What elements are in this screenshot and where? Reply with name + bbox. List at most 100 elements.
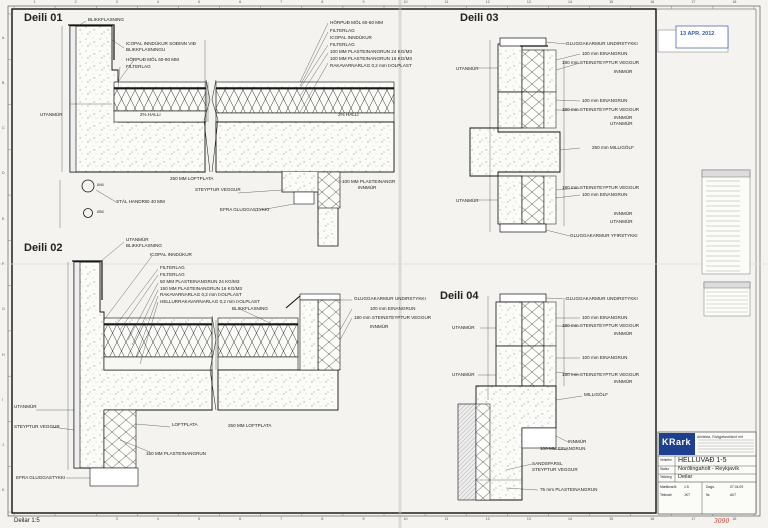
grid-number: 8 xyxy=(321,517,324,521)
d01-label: 2% HALLI xyxy=(338,112,359,117)
grid-number: 16 xyxy=(650,517,655,521)
grid-number: 8 xyxy=(321,0,324,4)
d04-label: UTANMÚR xyxy=(452,325,475,330)
d04-label: 100 mm EINANGRUN xyxy=(582,315,628,320)
d01-label: 100 MM PLASTEINANGR xyxy=(342,179,396,184)
grid-number: 5 xyxy=(198,517,200,521)
grid-number: 10 xyxy=(403,0,408,4)
d02-label: 250 MM LOFTPLATA xyxy=(228,423,272,428)
d03-label: 180 mm STEINSTEYPTUR VEGGUR xyxy=(562,107,640,112)
d02-label: RAKAVARNARLAG 0,2 mm ÞOLPLAST xyxy=(160,292,242,297)
grid-letter: A xyxy=(2,35,5,40)
d01-label: BLIKKFLASNING xyxy=(88,17,124,22)
d01-label: STEYPTUR VEGGUR xyxy=(195,187,241,192)
d02-label: 180 mm STEINSTEYPTUR VEGGUR xyxy=(354,315,432,320)
d03-label: 180 mm STEINSTEYPTUR VEGGUR xyxy=(562,60,640,65)
d04-label: INNMÚR xyxy=(614,379,633,384)
grid-number: 14 xyxy=(568,517,572,521)
d03-label: INNMÚR xyxy=(614,115,633,120)
grid-number: 17 xyxy=(691,517,696,521)
grid-number: 11 xyxy=(444,0,449,4)
d01-label: RAKAVARNARLAG 0,2 mm ÞOLPLAST xyxy=(330,63,412,68)
d02-label: ICOPAL INNDÚKUR xyxy=(150,252,192,257)
tb-value: 07.04.09 xyxy=(730,485,744,489)
detail-04 xyxy=(457,293,583,501)
grid-letter: K xyxy=(2,488,5,493)
d02-label: LOFTPLATA xyxy=(172,422,198,427)
d01-label: FILTERLAG xyxy=(330,42,355,47)
tb-key: Staður xyxy=(660,467,670,471)
d01-label: UTANMÚR xyxy=(40,112,63,117)
detail-03-title: Deili 03 xyxy=(460,12,499,24)
d04-label: 100 mm EINANGRUN xyxy=(582,355,628,360)
tb-value: A07 xyxy=(730,493,737,497)
grid-letter: I xyxy=(2,397,3,402)
grid-number: 9 xyxy=(362,517,365,521)
grid-number: 13 xyxy=(526,517,531,521)
d01-label: FILTERLAG xyxy=(330,28,355,33)
d01-label: HÖRPUÐ MÖL 60-80 MM xyxy=(126,57,179,62)
d04-label: 180 mm STEINSTEYPTUR VEGGUR xyxy=(562,323,640,328)
d02-label: 150 MM PLASTEINANGRUN 16 KG/M3 xyxy=(160,286,242,291)
tb-value: 1:5 xyxy=(684,485,689,489)
d03-label: UTANMÚR xyxy=(456,66,479,71)
d01-label: 100 MM PLASTEINANGRUN 16 KG/M3 xyxy=(330,56,412,61)
d02-label: GLUGGAKARMUR UNDIRSTYKKI xyxy=(354,296,426,301)
d01-label: EFRA GLUGGASTYKKI xyxy=(220,207,270,212)
grid-number: 12 xyxy=(485,0,490,4)
grid-number: 9 xyxy=(362,0,365,4)
grid-letter: G xyxy=(2,307,5,312)
tb-key: Teikning xyxy=(660,475,672,479)
grid-number: 10 xyxy=(403,517,408,521)
d04-label: 100 MM EINANGRUN xyxy=(540,446,586,451)
d03-label: GLUGGAKARMUR UNDIRSTYKKI xyxy=(566,41,638,46)
d02-label: STEYPTUR VEGGUR xyxy=(14,424,60,429)
grid-letter: E xyxy=(2,216,5,221)
d04-label: 75 mm PLASTEINANGRUN xyxy=(540,487,598,492)
d03-label: INNMÚR xyxy=(614,69,633,74)
grid-number: 4 xyxy=(156,0,159,4)
d03-label: INNMÚR xyxy=(614,211,633,216)
d02-label: EFRA GLUGGASTYKKI xyxy=(16,475,66,480)
grid-number: 1 xyxy=(33,0,36,4)
grid-number: 6 xyxy=(239,517,242,521)
d02-label: FILTERLAG xyxy=(160,265,185,270)
grid-number: 15 xyxy=(609,0,614,4)
tb-field: Nr. xyxy=(706,493,711,497)
d01-label: 250 MM LOFTPLATA xyxy=(170,176,214,181)
grid-number: 18 xyxy=(732,0,737,4)
d03-label: UTANMÚR xyxy=(456,198,479,203)
d01-label: STÁL HANDRIÐ 40 MM xyxy=(116,199,165,204)
grid-number: 15 xyxy=(609,517,614,521)
grid-letter: D xyxy=(2,171,5,176)
d02-label: BLIKKFLASNING xyxy=(232,306,268,311)
d02-label: 100 mm EINANGRUN xyxy=(370,306,416,311)
d01-label: 2% HALLI xyxy=(140,112,161,117)
d04-label: INNMÚR xyxy=(568,439,587,444)
grid-number: 4 xyxy=(156,517,159,521)
project-location: Norðlingaholt - Reykjavík xyxy=(678,466,740,472)
d01-label: INNMÚR xyxy=(358,185,377,190)
grid-number: 11 xyxy=(444,517,449,521)
detail-02-title: Deili 02 xyxy=(24,242,63,254)
tb-field: Mælikvarði xyxy=(660,485,677,489)
d04-label: SANDSPARSL STEYPTUR VEGGUR xyxy=(532,461,578,472)
d02-label: 150 MM PLASTEINANGRUN xyxy=(146,451,206,456)
tb-field: Teiknað xyxy=(660,493,672,497)
grid-number: 16 xyxy=(650,0,655,4)
project-name: HELLUVAÐ 1-5 xyxy=(678,457,727,464)
d01-label: 100 MM PLASTEINANGRUN 24 KG/M3 xyxy=(330,49,412,54)
detail-02 xyxy=(36,241,353,487)
detail-03 xyxy=(469,37,581,237)
d01-label: ICOPAL INNDÚKUR SOÐINN VIÐ BLIKKFLASNING… xyxy=(126,41,196,52)
grid-number: 6 xyxy=(239,0,242,4)
detail-01 xyxy=(59,20,395,247)
grid-number: 2 xyxy=(74,0,77,4)
received-stamp: 13 APR. 2012 xyxy=(680,31,715,37)
d03-label: 100 mm EINANGRUN xyxy=(582,98,628,103)
tb-key: Verkefni xyxy=(660,458,672,462)
grid-number: 5 xyxy=(198,0,200,4)
grid-letter: H xyxy=(2,352,5,357)
